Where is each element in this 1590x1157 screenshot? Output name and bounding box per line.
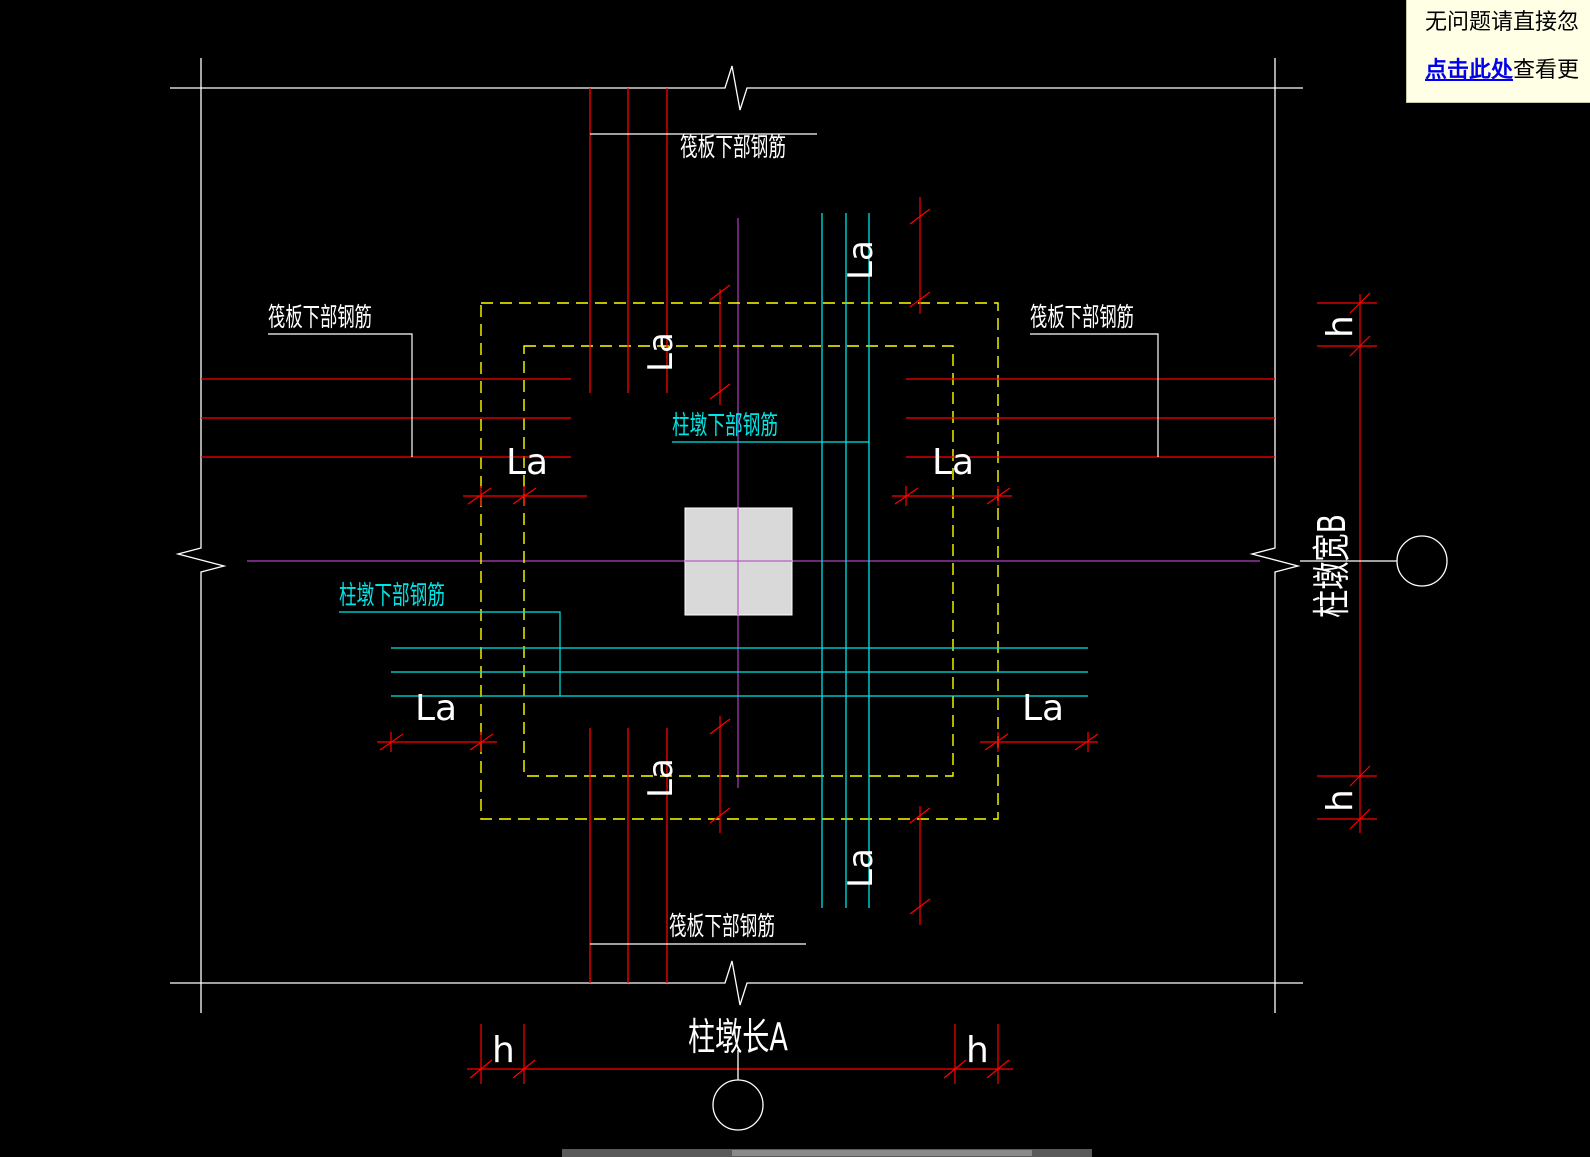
label-la-bottom-inner: La xyxy=(641,758,681,798)
notice-link-rest: 查看更 xyxy=(1513,58,1580,83)
label-la-top-inner: La xyxy=(641,332,681,372)
label-h-left: h xyxy=(492,1030,515,1071)
label-pier-width-b: 柱墩宽B xyxy=(1310,514,1354,618)
label-la-left: La xyxy=(506,442,548,483)
label-raft-top: 筏板下部钢筋 xyxy=(680,133,786,163)
click-here-link[interactable]: 点击此处 xyxy=(1425,58,1514,83)
pier-outer-boundary xyxy=(480,302,999,820)
anchorage-dimensions xyxy=(377,197,1099,925)
raft-bottom-bars xyxy=(201,88,1275,983)
label-h-top: h xyxy=(1320,315,1361,338)
left-break-line xyxy=(175,58,227,1013)
notice-popup: 无问题请直接忽 点击此处查看更 xyxy=(1406,0,1590,103)
axis-markers xyxy=(712,535,1448,1131)
pier-bottom-bars xyxy=(391,213,1088,908)
bottom-break-line xyxy=(170,960,1303,1006)
label-pier-upper: 柱墩下部钢筋 xyxy=(672,411,778,441)
axis-marker-a xyxy=(712,1079,764,1131)
label-la-lower-left: La xyxy=(415,688,457,729)
label-la-bottom-outer: La xyxy=(841,848,881,888)
scrollbar-thumb[interactable] xyxy=(732,1150,1032,1156)
label-la-lower-right: La xyxy=(1022,688,1064,729)
label-raft-right: 筏板下部钢筋 xyxy=(1030,303,1134,333)
notice-message: 无问题请直接忽 xyxy=(1425,10,1580,35)
label-la-right: La xyxy=(932,442,974,483)
label-h-right: h xyxy=(966,1030,989,1071)
pier-inner-boundary xyxy=(523,345,954,777)
label-pier-lower: 柱墩下部钢筋 xyxy=(339,581,445,611)
right-break-line xyxy=(1249,58,1301,1013)
raft-boundary xyxy=(170,58,1303,1013)
leader-lines xyxy=(268,133,1159,945)
label-h-bottom: h xyxy=(1320,789,1361,812)
column xyxy=(684,507,793,616)
pier-dimensions xyxy=(467,292,1377,1084)
axis-marker-b xyxy=(1396,535,1448,587)
label-la-top-outer: La xyxy=(841,240,881,280)
horizontal-scrollbar[interactable] xyxy=(562,1149,1092,1157)
label-raft-left: 筏板下部钢筋 xyxy=(268,303,372,333)
pier-boundaries xyxy=(480,302,999,820)
label-pier-length-a: 柱墩长A xyxy=(688,1015,788,1059)
label-raft-bottom: 筏板下部钢筋 xyxy=(669,912,775,942)
notice-link-line: 点击此处查看更 xyxy=(1425,52,1579,84)
top-break-line xyxy=(170,65,1303,111)
